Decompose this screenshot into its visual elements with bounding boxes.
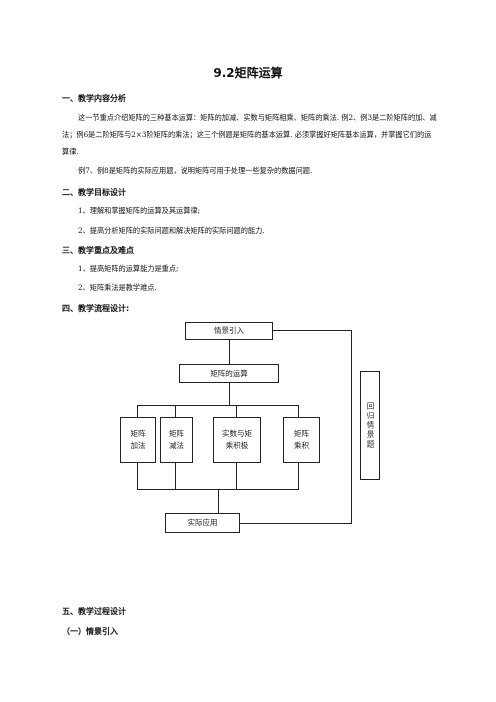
- section-heading-process: 五、教学过程设计: [62, 607, 126, 616]
- connector-line: [229, 383, 230, 405]
- connector-line: [236, 463, 237, 489]
- flow-box-scalar-product: 实数与矩 乘积极: [213, 417, 261, 463]
- flow-box-intro: 情景引入: [185, 322, 273, 340]
- flow-box-application: 实际应用: [165, 513, 240, 533]
- goal-item-1: 1、理解和掌握矩阵的运算及其运算律;: [78, 206, 200, 215]
- section-heading-goals: 二、教学目标设计: [62, 188, 126, 197]
- document-title: 9.2矩阵运算: [213, 66, 283, 80]
- connector-line: [298, 405, 299, 417]
- connector-line: [229, 340, 230, 364]
- connector-line: [175, 463, 176, 489]
- feedback-line: [273, 330, 352, 331]
- section-heading-content-analysis: 一、教学内容分析: [62, 94, 126, 103]
- feedback-line: [240, 523, 351, 524]
- connector-line: [298, 463, 299, 489]
- paragraph-examples: 例7、例8是矩阵的实际应用题，说明矩阵可用于处理一些复杂的数据问题.: [78, 166, 313, 175]
- flow-box-multiplication: 矩阵 乘积: [283, 417, 320, 463]
- goal-item-2: 2、提高分析矩阵的实际问题和解决矩阵的实际问题的能力.: [78, 226, 265, 235]
- connector-line: [218, 489, 219, 513]
- flow-box-operations: 矩阵的运算: [179, 364, 279, 383]
- flow-box-return-to-scenario: 回归情景题: [360, 371, 380, 480]
- connector-line: [175, 405, 176, 417]
- flow-box-addition: 矩阵 加法: [120, 417, 156, 463]
- flow-box-subtraction: 矩阵 减法: [160, 417, 193, 463]
- feedback-line: [351, 330, 352, 524]
- section-heading-flow: 四、教学流程设计:: [62, 304, 130, 313]
- connector-line: [137, 405, 299, 406]
- connector-line: [137, 405, 138, 417]
- section-heading-key-points: 三、教学重点及难点: [62, 246, 134, 255]
- connector-line: [137, 463, 138, 489]
- key-point-item-2: 2、矩阵乘法是教学难点.: [78, 283, 157, 292]
- subsection-heading-intro: （一）情景引入: [62, 627, 118, 636]
- paragraph-content-analysis: 这一节重点介绍矩阵的三种基本运算：矩阵的加减、实数与矩阵相乘、矩阵的乘法. 例2…: [62, 113, 437, 156]
- connector-line: [236, 405, 237, 417]
- key-point-item-1: 1、提高矩阵的运算能力是重点;: [78, 264, 179, 273]
